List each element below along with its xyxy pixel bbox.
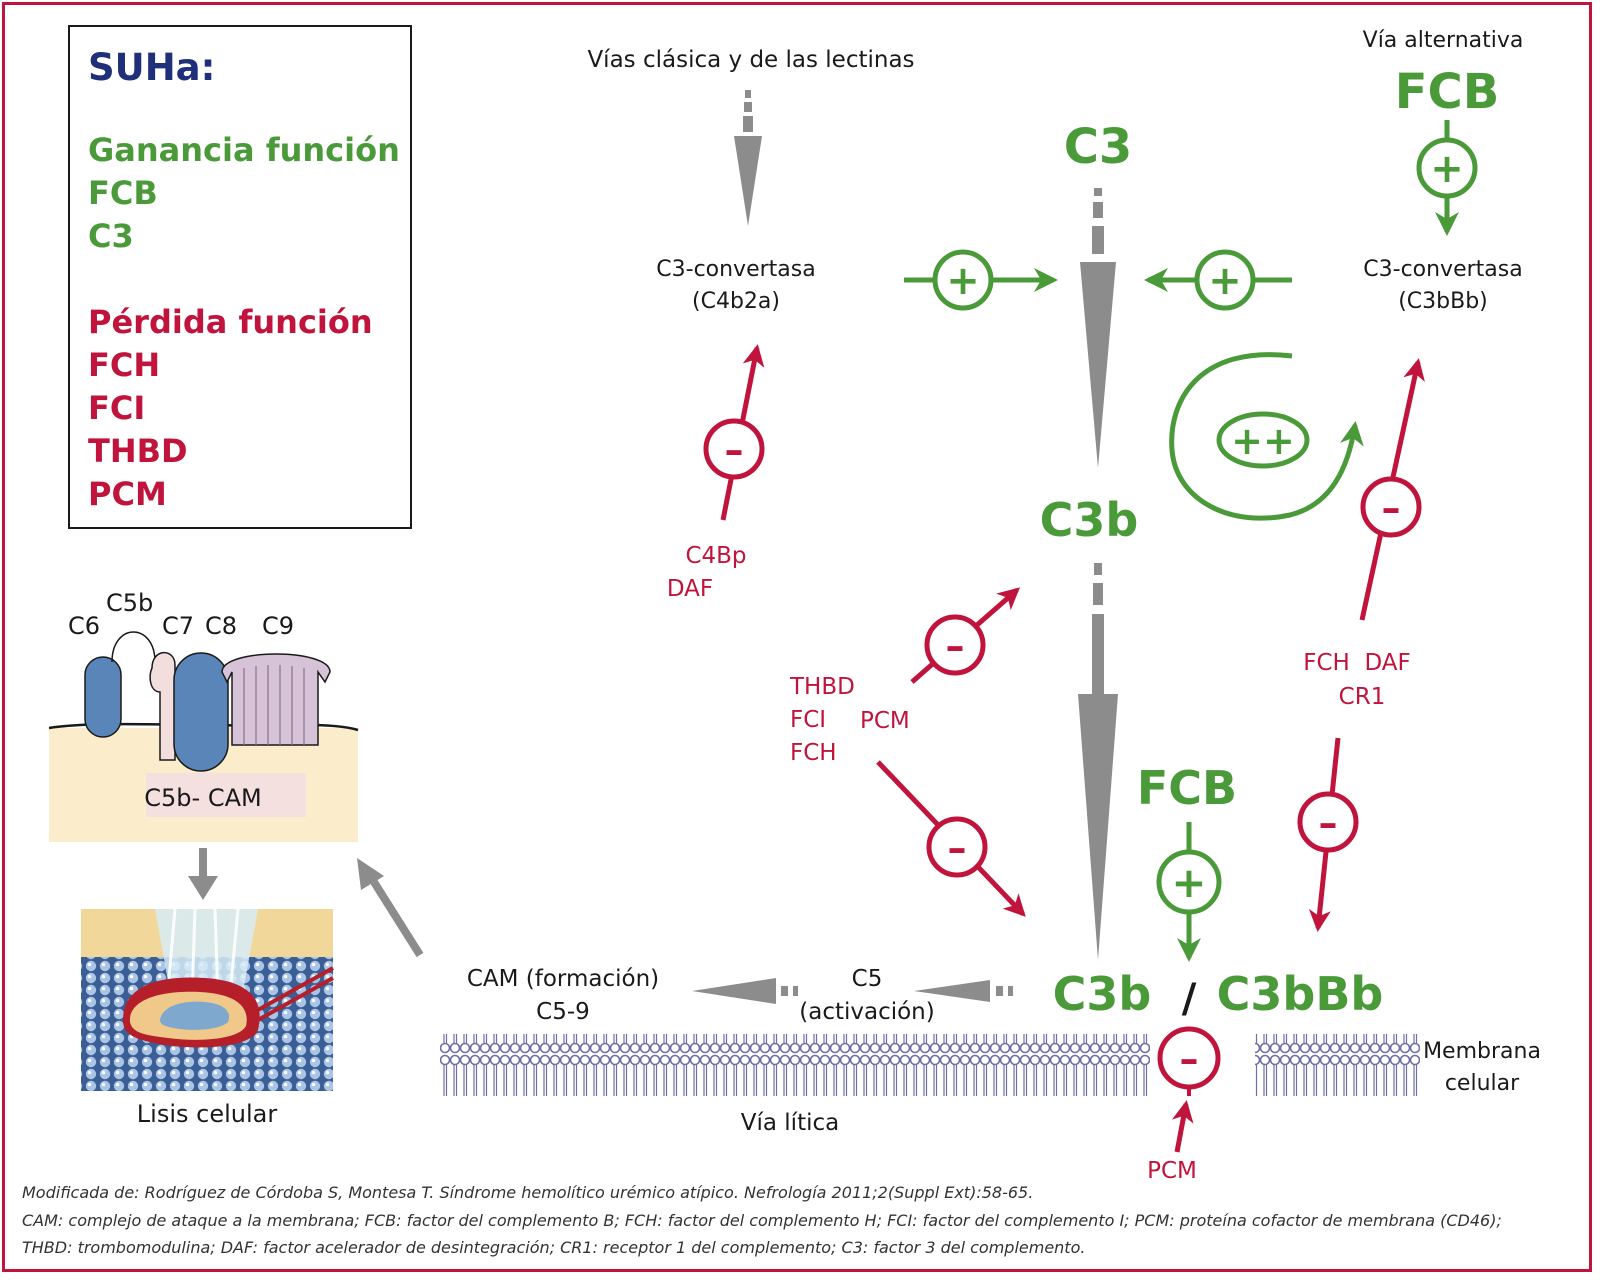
c5-to-cam-arrow <box>692 978 776 1004</box>
amplification-loop-arrow <box>1169 352 1364 521</box>
c5b-link <box>111 631 156 663</box>
plusplus-sign: ++ <box>1231 419 1295 463</box>
c3-to-c3b-arrow <box>1080 262 1116 468</box>
alt-convertase-formula: (C3bBb) <box>1398 289 1488 314</box>
c7-subunit <box>149 651 176 761</box>
lysis-label: Lisis celular <box>137 1100 278 1128</box>
legend-loss-item: FCH <box>88 346 160 384</box>
mac-illustration: C6 C5b C7 C8 C9 C5b- CAM Lisis celular <box>48 589 424 1128</box>
fcb-top-label: FCB <box>1395 64 1500 120</box>
inhibitor-left-label: THBD <box>789 674 855 700</box>
c6-label: C6 <box>68 612 100 640</box>
minus-circle <box>1157 1026 1221 1090</box>
green-activators: + + + ++ + <box>904 120 1478 962</box>
alt-convertase-label: C3-convertasa <box>1363 257 1522 282</box>
lysis-illustration <box>81 908 334 1091</box>
lytic-to-mac-arrow <box>370 879 424 958</box>
membrane-label-2: celular <box>1445 1071 1520 1096</box>
c3b-to-c3b-arrow <box>1078 694 1118 960</box>
classic-pathway-arrow <box>734 136 762 226</box>
cell-membrane <box>440 1034 1420 1096</box>
inhibitor-left-label: FCH <box>790 740 837 766</box>
c5b-label: C5b <box>106 589 153 617</box>
plus-sign: + <box>1430 146 1464 192</box>
mac-formation-label: CAM (formación) <box>467 966 659 992</box>
c3-label: C3 <box>1064 119 1133 175</box>
inhibitor-classic-label: C4Bp <box>685 543 746 569</box>
inhibitor-right-label: CR1 <box>1339 684 1386 710</box>
c8-subunit <box>173 652 229 772</box>
c3b-bottom-label: C3b <box>1053 967 1152 1021</box>
c6-subunit <box>84 656 122 738</box>
inhibitor-right-label: FCH DAF <box>1303 650 1410 676</box>
plusplus-ellipse <box>1216 411 1310 469</box>
plus-circle <box>1194 249 1256 311</box>
plus-sign: + <box>1208 258 1242 304</box>
minus-sign: – <box>946 624 965 668</box>
gray-cascade <box>692 90 1118 1004</box>
minus-circle <box>703 418 765 480</box>
fcb-bottom-label: FCB <box>1137 761 1237 815</box>
classic-convertase-formula: (C4b2a) <box>692 289 780 314</box>
legend-loss-item: THBD <box>88 432 188 470</box>
c9-label: C9 <box>262 612 294 640</box>
mac-complex-label: C5b- CAM <box>144 784 261 812</box>
mac-to-lysis-arrowhead <box>188 876 218 900</box>
legend-gain-item: FCB <box>88 174 158 212</box>
plus-circle <box>1416 137 1478 199</box>
c8-label: C8 <box>205 612 237 640</box>
minus-sign: – <box>948 826 967 870</box>
minus-circle <box>924 614 986 676</box>
mac-formation-formula: C5-9 <box>536 999 590 1025</box>
plus-sign: + <box>1171 858 1206 907</box>
minus-sign: – <box>1180 1037 1199 1081</box>
minus-circle <box>1360 476 1422 538</box>
separator-slash: / <box>1182 976 1197 1022</box>
c3b-mid-label: C3b <box>1040 493 1139 547</box>
minus-sign: – <box>725 428 744 472</box>
legend-title: SUHa: <box>88 46 215 89</box>
classic-pathway-title: Vías clásica y de las lectinas <box>587 47 914 73</box>
c9-pore <box>221 653 331 746</box>
minus-circle <box>1297 791 1359 853</box>
mac-label-bg <box>146 773 306 817</box>
classic-convertase-label: C3-convertasa <box>656 257 815 282</box>
c7-label: C7 <box>162 612 194 640</box>
c3b-to-c5-arrow <box>914 980 990 1002</box>
legend-box: SUHa: Ganancia función FCB C3 Pérdida fu… <box>68 25 412 529</box>
inhibitor-pcm-left-label: PCM <box>860 708 910 734</box>
inhibitor-pcm-bottom-label: PCM <box>1147 1158 1197 1184</box>
legend-gain-item: C3 <box>88 217 134 255</box>
plus-sign: + <box>946 258 980 304</box>
legend-box-border <box>68 25 412 529</box>
legend-loss-heading: Pérdida función <box>88 303 373 341</box>
legend-loss-item: PCM <box>88 475 167 513</box>
minus-sign: – <box>1382 486 1401 530</box>
c5-label: C5 <box>852 966 883 992</box>
membrane-label: Membrana <box>1423 1039 1541 1064</box>
lytic-pathway-label: Vía lítica <box>741 1110 839 1136</box>
inhibitor-classic-label: DAF <box>667 576 713 602</box>
c5-activation-label: (activación) <box>799 999 934 1025</box>
c3bbb-label: C3bBb <box>1217 967 1384 1021</box>
minus-sign: – <box>1319 801 1338 845</box>
plus-circle <box>932 249 994 311</box>
footnote-abbreviations-2: THBD: trombomodulina; DAF: factor aceler… <box>22 1238 1085 1257</box>
red-inhibitors: – – – – – – <box>703 344 1425 1153</box>
alt-pathway-title: Vía alternativa <box>1363 28 1524 53</box>
minus-circle <box>926 816 988 878</box>
legend-gain-heading: Ganancia función <box>88 131 400 169</box>
lytic-to-mac-arrowhead <box>357 858 384 890</box>
inhibitor-left-label: FCI <box>790 707 826 733</box>
legend-loss-item: FCI <box>88 389 145 427</box>
footnote-source: Modificada de: Rodríguez de Córdoba S, M… <box>22 1183 1033 1202</box>
pcm-bottom-arrow <box>1171 1100 1194 1153</box>
footnote-abbreviations: CAM: complejo de ataque a la membrana; F… <box>22 1211 1502 1230</box>
plus-circle <box>1156 849 1222 915</box>
